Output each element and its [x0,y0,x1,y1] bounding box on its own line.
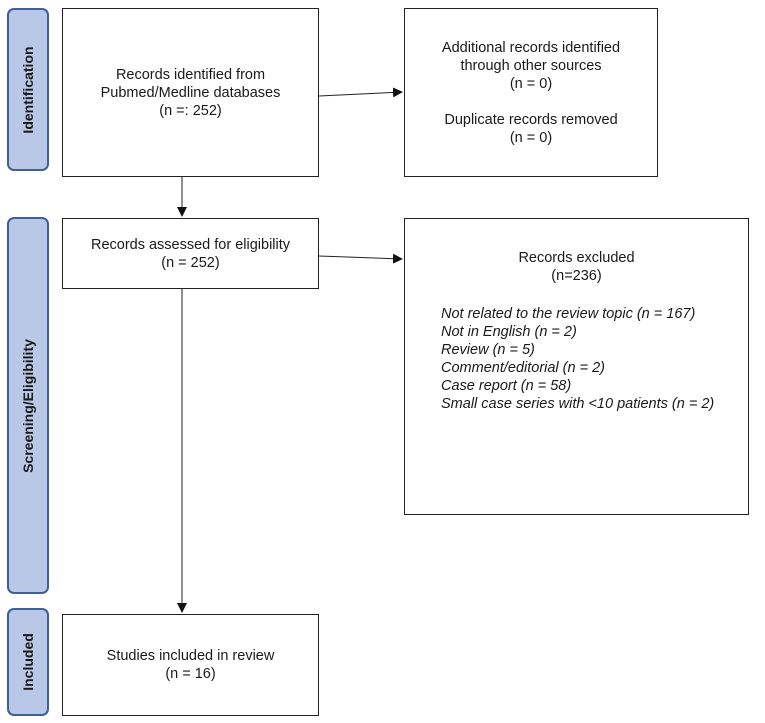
exclusion-reason: Case report (n = 58) [441,378,572,394]
exclusion-reason: Not related to the review topic (n = 167… [441,306,696,322]
exclusion-reason: Comment/editorial (n = 2) [441,360,605,376]
phase-screening-label: Screening/Eligibility [7,217,49,594]
phase-included-label: Included [7,608,49,716]
box-records-assessed: Records assessed for eligibility (n = 25… [62,218,319,289]
arrow-identified-to-additional [318,87,403,98]
box-records-identified: Records identified from Pubmed/Medline d… [62,8,319,177]
exclusion-reasons-list: Not related to the review topic (n = 167… [405,305,748,413]
exclusion-reason: Small case series with <10 patients (n =… [441,396,715,412]
exclusion-reason: Not in English (n = 2) [441,324,577,340]
exclusion-reason: Review (n = 5) [441,342,535,358]
arrow-assessed-to-excluded [318,253,403,264]
box-records-excluded: Records excluded (n=236) Not related to … [404,218,749,515]
box-additional-records: Additional records identified through ot… [404,8,658,177]
box-studies-included: Studies included in review (n = 16) [62,614,319,716]
phase-identification-label: Identification [7,8,49,171]
